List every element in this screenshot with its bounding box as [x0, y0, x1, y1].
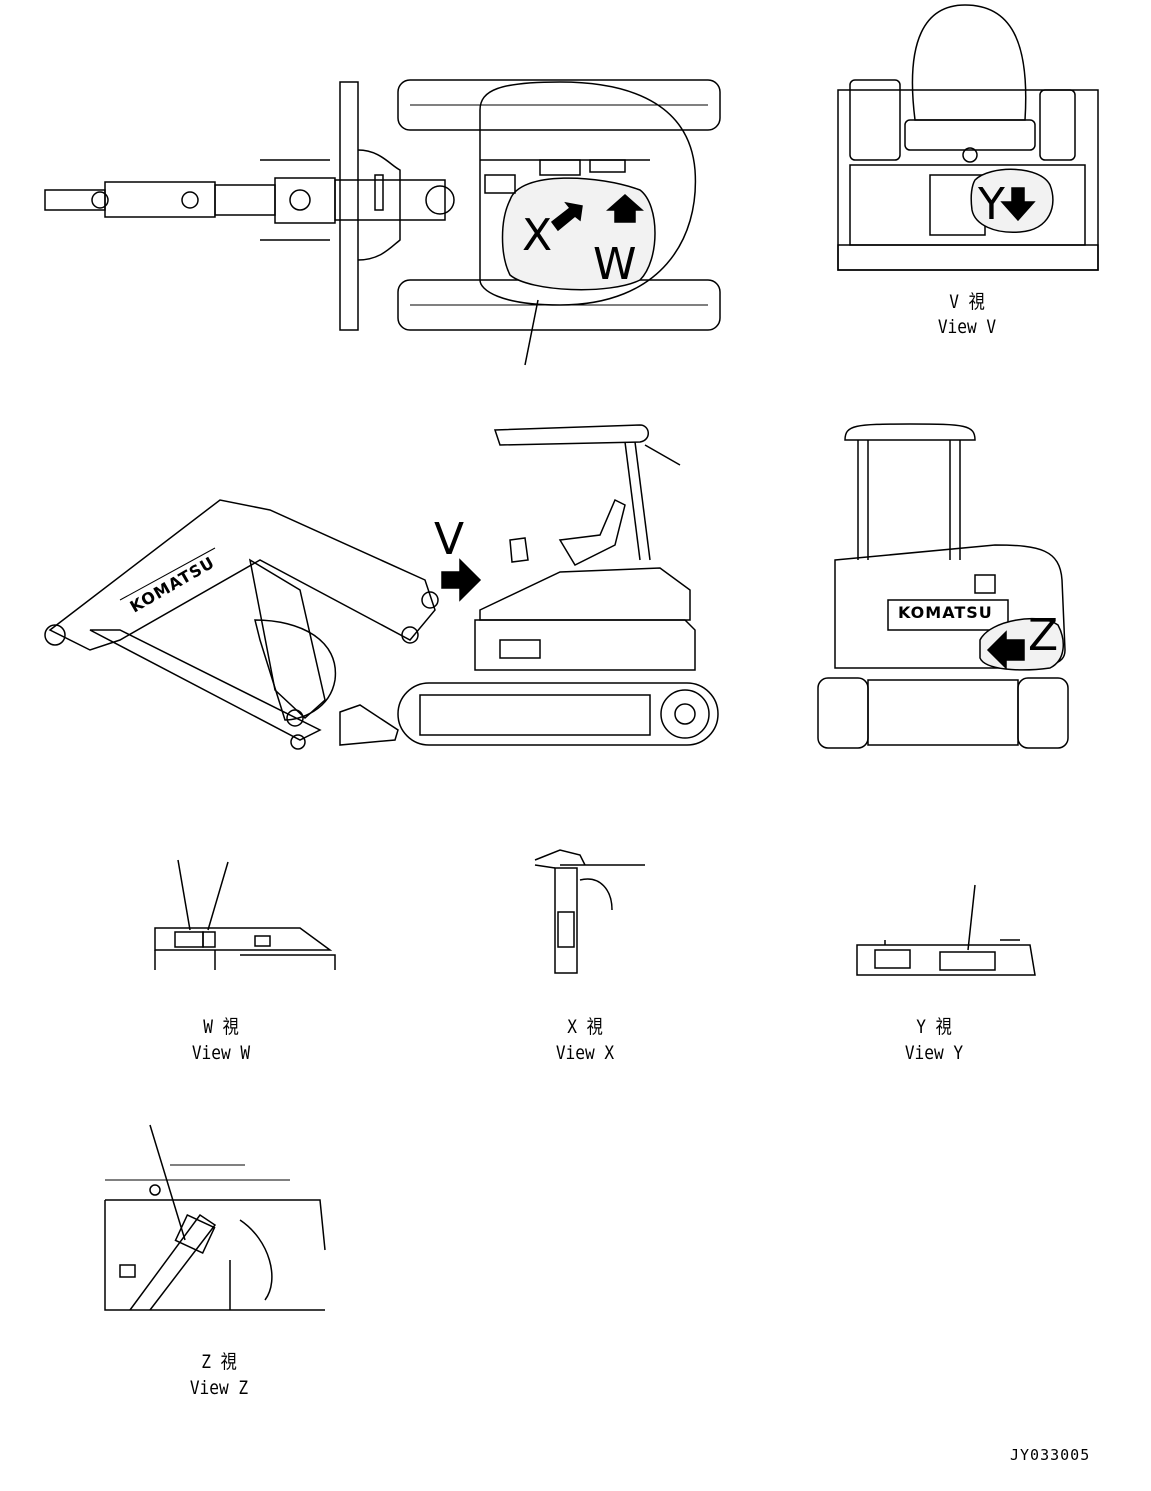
callout-y: Y: [978, 179, 1005, 230]
view-y-label-jp: Y 視: [916, 1016, 952, 1038]
view-v-label-jp: V 視: [949, 291, 985, 313]
top-view: [44, 79, 721, 366]
view-x-label-en: View X: [555, 1042, 615, 1064]
brand-marking-rear: KOMATSU: [898, 603, 993, 622]
arrow-v-icon: [441, 558, 482, 602]
view-z-label-en: View Z: [189, 1377, 249, 1399]
view-x-label-jp: X 視: [567, 1016, 603, 1038]
detail-view-y: [856, 884, 1036, 976]
side-view: [44, 424, 719, 750]
view-y-label-en: View Y: [904, 1042, 964, 1064]
arrow-z-icon: [986, 630, 1025, 670]
leader-line: [524, 299, 539, 366]
detail-view-x: [534, 849, 645, 974]
callout-w: W: [593, 239, 637, 290]
view-v-label-en: View V: [937, 316, 997, 338]
callout-x: X: [522, 210, 553, 261]
callout-v: V: [434, 514, 465, 565]
arrow-y-icon: [1000, 187, 1036, 222]
detail-view-z: [104, 1124, 326, 1311]
rear-view-z: [817, 423, 1069, 749]
rear-view-v: [837, 4, 1099, 271]
view-z-label-jp: Z 視: [201, 1351, 237, 1373]
view-w-label-en: View W: [191, 1042, 251, 1064]
detail-view-w: [154, 859, 336, 970]
drawing-code: JY033005: [1010, 1446, 1091, 1464]
callout-z: Z: [1028, 610, 1059, 661]
arrow-x-icon: [550, 201, 583, 232]
view-w-label-jp: W 視: [203, 1016, 239, 1038]
arrow-w-icon: [606, 193, 644, 223]
